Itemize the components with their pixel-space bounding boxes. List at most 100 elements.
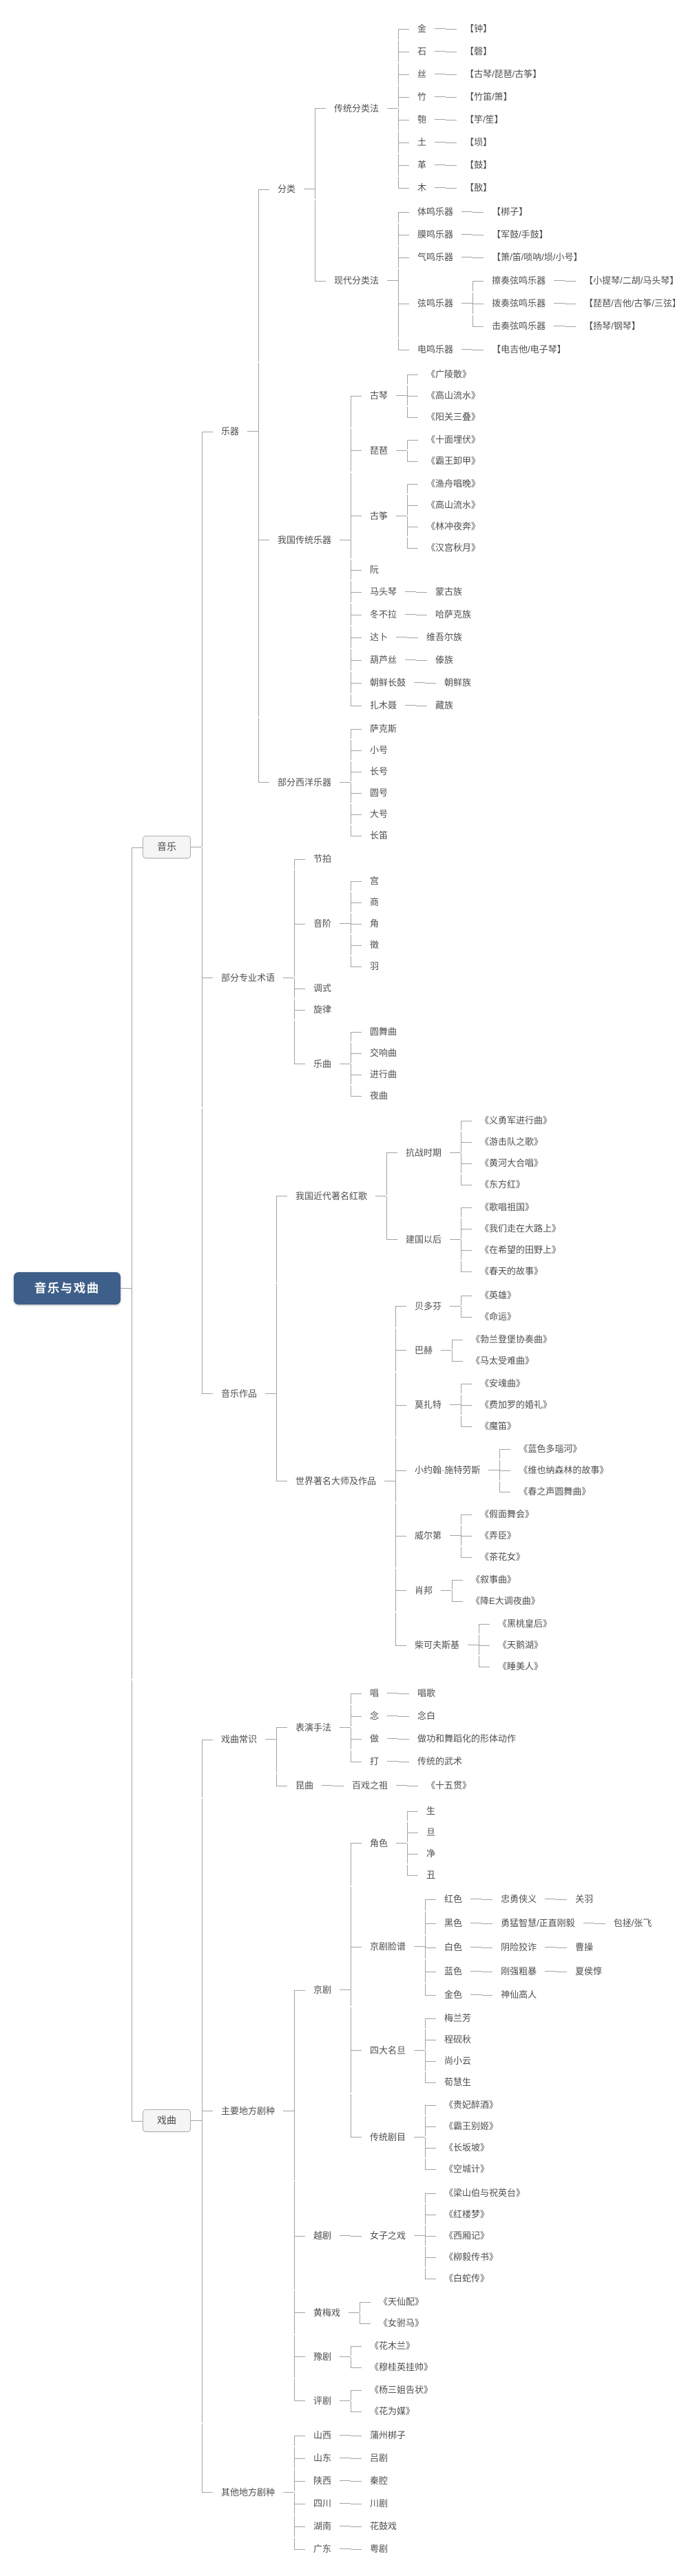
topic-label[interactable]: 威尔第 [415,1530,442,1541]
topic-label[interactable]: 圆舞曲 [370,1026,397,1037]
topic-label[interactable]: 维吾尔族 [426,632,463,642]
topic-label[interactable]: 长笛 [370,830,388,841]
topic-label[interactable]: 净 [426,1848,436,1859]
topic-label[interactable]: 哈萨克族 [435,609,472,620]
topic-label[interactable]: 《维也纳森林的故事》 [519,1465,609,1475]
topic-label[interactable]: 长号 [370,766,388,777]
topic-label[interactable]: 柴可夫斯基 [415,1640,460,1650]
topic-label[interactable]: 念 [370,1711,380,1721]
topic-label[interactable]: 《叙事曲》 [471,1574,517,1585]
topic-label[interactable]: 竹 [417,92,427,102]
topic-label[interactable]: 《花木兰》 [370,2341,415,2351]
topic-label[interactable]: 朝鲜长鼓 [370,677,406,688]
topic-label[interactable]: 女子之戏 [370,2230,406,2241]
topic-label[interactable]: 阮 [370,564,380,575]
topic-label[interactable]: 主要地方剧种 [221,2105,276,2116]
topic-label[interactable]: 《阳关三叠》 [426,412,481,422]
topic-label[interactable]: 《西厢记》 [444,2230,490,2241]
topic-label[interactable]: 传统分类法 [334,103,380,114]
topic-label[interactable]: 傣族 [435,655,454,665]
topic-label[interactable]: 【梆子】 [492,207,528,217]
topic-label[interactable]: 蓝色 [444,1966,463,1976]
topic-label[interactable]: 《空城计》 [444,2164,490,2174]
topic-label[interactable]: 忠勇侠义 [501,1894,537,1904]
topic-label[interactable]: 【鼓】 [465,160,492,170]
topic-label[interactable]: 《梁山伯与祝英台》 [444,2188,526,2198]
topic-label[interactable]: 藏族 [435,700,454,710]
topic-label[interactable]: 《黑桃皇后》 [498,1618,552,1629]
topic-label[interactable]: 程砚秋 [444,2034,472,2045]
topic-label[interactable]: 音乐作品 [221,1388,258,1399]
topic-label[interactable]: 《魔笛》 [480,1421,517,1431]
topic-label[interactable]: 《弄臣》 [480,1530,517,1541]
topic-label[interactable]: 《渔舟唱晚》 [426,478,481,489]
topic-label[interactable]: 白色 [444,1942,463,1952]
topic-label[interactable]: 黄梅戏 [313,2307,341,2318]
topic-label[interactable]: 百戏之祖 [352,1780,388,1791]
topic-label[interactable]: 秦腔 [370,2475,388,2486]
topic-label[interactable]: 达卜 [370,632,388,642]
topic-label[interactable]: 蒙古族 [435,587,463,597]
topic-label[interactable]: 京剧 [313,1985,332,1995]
branch-topic[interactable]: 戏曲 [143,2109,191,2132]
topic-label[interactable]: 弦鸣乐器 [417,298,454,308]
topic-label[interactable]: 《女驸马》 [379,2318,424,2328]
topic-label[interactable]: 大号 [370,809,388,819]
topic-label[interactable]: 小约翰·施特劳斯 [415,1465,481,1475]
topic-label[interactable]: 《歌唱祖国》 [480,1202,534,1212]
topic-label[interactable]: 建国以后 [406,1234,442,1245]
topic-label[interactable]: 唱歌 [417,1688,436,1698]
topic-label[interactable]: 包拯/张飞 [613,1918,652,1928]
topic-label[interactable]: 【电吉他/电子琴】 [492,344,566,355]
topic-label[interactable]: 节拍 [313,854,332,864]
topic-label[interactable]: 尚小云 [444,2056,472,2066]
topic-label[interactable]: 《睡美人》 [498,1661,543,1671]
topic-label[interactable]: 戏曲常识 [221,1734,258,1744]
topic-label[interactable]: 京剧脸谱 [370,1941,406,1952]
topic-label[interactable]: 四大名旦 [370,2045,406,2056]
topic-label[interactable]: 肖邦 [415,1585,433,1596]
topic-label[interactable]: 《安魂曲》 [480,1378,526,1389]
topic-label[interactable]: 【竽/笙】 [465,114,503,125]
topic-label[interactable]: 匏 [417,114,427,125]
topic-label[interactable]: 《林冲夜奔》 [426,521,481,531]
topic-label[interactable]: 阴险狡诈 [501,1942,537,1952]
topic-label[interactable]: 《蓝色多瑙河》 [519,1444,582,1454]
topic-label[interactable]: 朝鲜族 [444,677,472,688]
topic-label[interactable]: 拨奏弦鸣乐器 [492,298,546,308]
topic-label[interactable]: 【钟】 [465,23,492,34]
topic-label[interactable]: 《广陵散》 [426,369,472,379]
topic-label[interactable]: 《游击队之歌》 [480,1137,543,1147]
topic-label[interactable]: 粤剧 [370,2544,388,2554]
topic-label[interactable]: 陕西 [313,2475,332,2486]
topic-label[interactable]: 《十面埋伏》 [426,434,481,445]
topic-label[interactable]: 世界著名大师及作品 [295,1475,377,1486]
topic-label[interactable]: 电鸣乐器 [417,344,454,355]
topic-label[interactable]: 扎木聂 [370,700,397,710]
topic-label[interactable]: 丝 [417,69,427,79]
topic-label[interactable]: 萨克斯 [370,724,397,734]
topic-label[interactable]: 葫芦丝 [370,655,397,665]
topic-label[interactable]: 曹操 [575,1942,594,1952]
topic-label[interactable]: 《英雄》 [480,1290,517,1300]
topic-label[interactable]: 《贵妃醉酒》 [444,2100,499,2110]
topic-label[interactable]: 《我们走在大路上》 [480,1223,561,1234]
topic-label[interactable]: 部分西洋乐器 [278,777,332,788]
topic-label[interactable]: 《霸王卸甲》 [426,456,481,466]
topic-label[interactable]: 评剧 [313,2395,332,2406]
topic-label[interactable]: 做功和舞蹈化的形体动作 [417,1733,517,1744]
topic-label[interactable]: 神仙高人 [501,1989,537,2000]
topic-label[interactable]: 《黄河大合唱》 [480,1158,543,1168]
topic-label[interactable]: 宫 [370,876,380,886]
topic-label[interactable]: 膜鸣乐器 [417,229,454,240]
topic-label[interactable]: 【扬琴/钢琴】 [584,321,641,331]
topic-label[interactable]: 土 [417,137,427,147]
topic-label[interactable]: 山西 [313,2430,332,2440]
topic-label[interactable]: 花鼓戏 [370,2521,397,2531]
topic-label[interactable]: 【竹笛/箫】 [465,92,512,102]
topic-label[interactable]: 圆号 [370,788,388,798]
topic-label[interactable]: 冬不拉 [370,609,397,620]
topic-label[interactable]: 乐曲 [313,1058,332,1069]
topic-label[interactable]: 《东方红》 [480,1179,526,1190]
topic-label[interactable]: 其他地方剧种 [221,2487,276,2498]
